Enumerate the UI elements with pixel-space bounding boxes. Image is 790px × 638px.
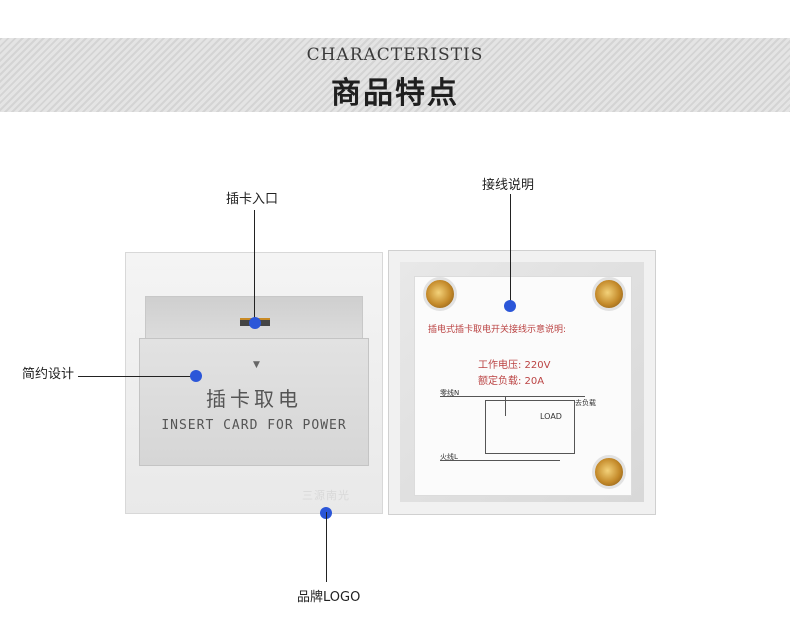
- screw-terminal-icon: [423, 277, 457, 311]
- header-banner: [0, 38, 790, 112]
- card-text-zh: 插卡取电: [206, 387, 302, 411]
- live-label: 火线L: [440, 453, 458, 461]
- wiring-heading: 插电式插卡取电开关接线示意说明:: [428, 325, 567, 335]
- callout-line: [78, 376, 196, 377]
- neutral-label: 零线N: [440, 389, 460, 397]
- wire-segment: [505, 396, 506, 416]
- card-text-en: INSERT CARD FOR POWER: [161, 418, 347, 433]
- callout-line: [326, 512, 327, 582]
- header-title-zh: 商品特点: [331, 76, 459, 111]
- callout-line: [254, 210, 255, 322]
- brand-logo: 三源南光: [302, 489, 350, 502]
- rated-voltage: 工作电压: 220V: [478, 360, 551, 371]
- live-wire: [440, 460, 560, 461]
- callout-card-slot: 插卡入口: [226, 192, 279, 207]
- screw-terminal-icon: [592, 277, 626, 311]
- load-terminal-label: LOAD: [540, 412, 562, 421]
- neutral-wire: [440, 396, 585, 397]
- to-load-label: 去负载: [575, 399, 596, 407]
- card-arrow-icon: ▼: [253, 360, 260, 370]
- callout-dot: [190, 370, 202, 382]
- callout-wiring: 接线说明: [482, 178, 535, 193]
- callout-logo: 品牌LOGO: [297, 590, 361, 605]
- callout-design: 简约设计: [22, 367, 75, 382]
- callout-dot: [249, 317, 261, 329]
- header-title-en: CHARACTERISTIS: [306, 45, 484, 65]
- wiring-diagram: [485, 400, 575, 454]
- screw-terminal-icon: [592, 455, 626, 489]
- key-card: [139, 338, 369, 466]
- callout-dot: [504, 300, 516, 312]
- callout-line: [510, 194, 511, 306]
- rated-load: 额定负载: 20A: [478, 376, 545, 387]
